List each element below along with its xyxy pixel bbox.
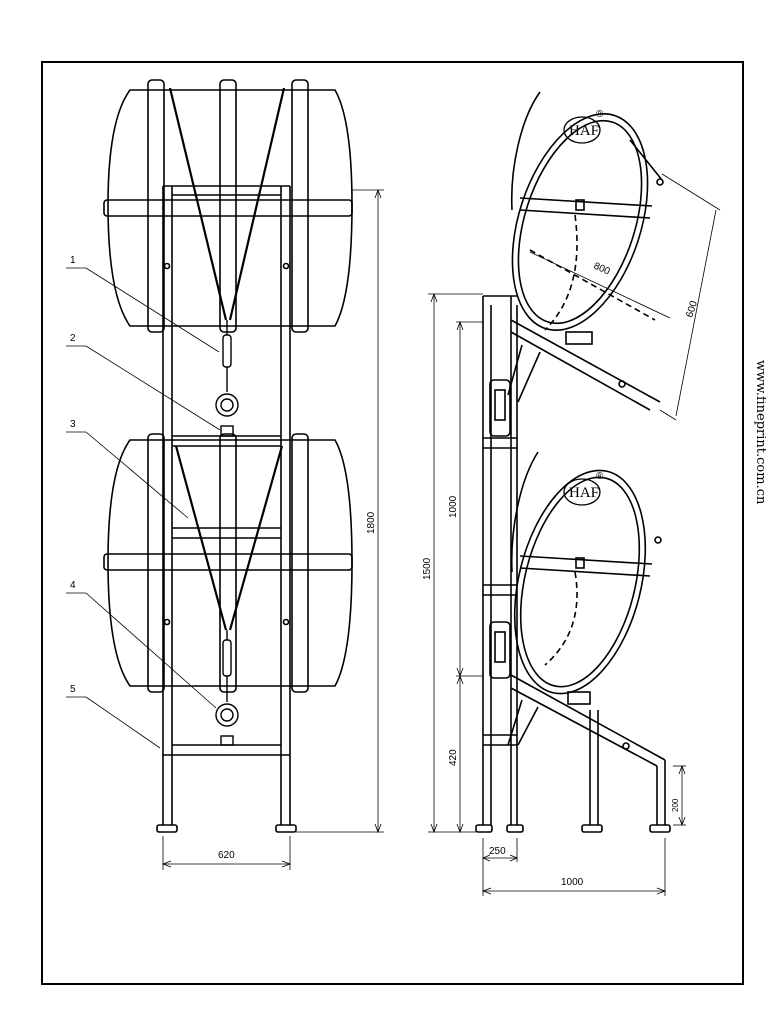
dimension-side-depth: 1000: [561, 877, 584, 888]
dimension-foot-spacing: 250: [489, 846, 506, 857]
upper-brand-mark: HAF: [569, 123, 599, 139]
sheet-border: [41, 61, 744, 985]
watermark: www.fineprint.com.cn: [753, 360, 766, 505]
dimension-side-height-upper: 1000: [448, 495, 459, 518]
front-dimension-lines: [161, 188, 384, 870]
callout-2: 2: [70, 333, 76, 344]
dimension-side-height-lower: 420: [448, 749, 459, 766]
callout-4: 4: [70, 580, 76, 591]
dimension-side-height-total: 1500: [422, 557, 433, 580]
lower-hydrostatic-release: [215, 630, 239, 746]
callout-leaders: [66, 267, 221, 749]
lower-lashing-assembly: [174, 445, 284, 631]
lower-brand-mark: HAF: [569, 485, 599, 501]
upper-hydrostatic-release: [215, 320, 239, 437]
lower-drum: [510, 451, 662, 750]
callout-3: 3: [70, 419, 76, 430]
side-frame: [475, 295, 524, 833]
lower-side-cradle: [489, 621, 671, 833]
dimension-base-width: 620: [218, 850, 235, 861]
dimension-drum-length: 600: [684, 299, 700, 319]
callout-1: 1: [70, 255, 76, 266]
dimension-drum-diameter: 800: [592, 261, 612, 278]
lower-registered-mark: ®: [596, 471, 604, 482]
upper-registered-mark: ®: [596, 109, 604, 120]
side-view: [475, 91, 671, 833]
upper-side-cradle: [489, 319, 661, 437]
side-dimension-lines: [428, 173, 721, 896]
upper-drum: [510, 91, 664, 388]
lower-liferaft-canister: [103, 433, 353, 693]
front-view: [103, 79, 353, 833]
upper-liferaft-canister: [103, 79, 353, 333]
upper-lashing-assembly: [168, 87, 286, 321]
dimension-overall-height: 1800: [366, 511, 377, 534]
stacking-frame: [156, 185, 297, 833]
watermark-url: www.fineprint.com.cn: [753, 360, 766, 505]
dimension-foot-height: 200: [671, 798, 680, 812]
callout-5: 5: [70, 684, 76, 695]
